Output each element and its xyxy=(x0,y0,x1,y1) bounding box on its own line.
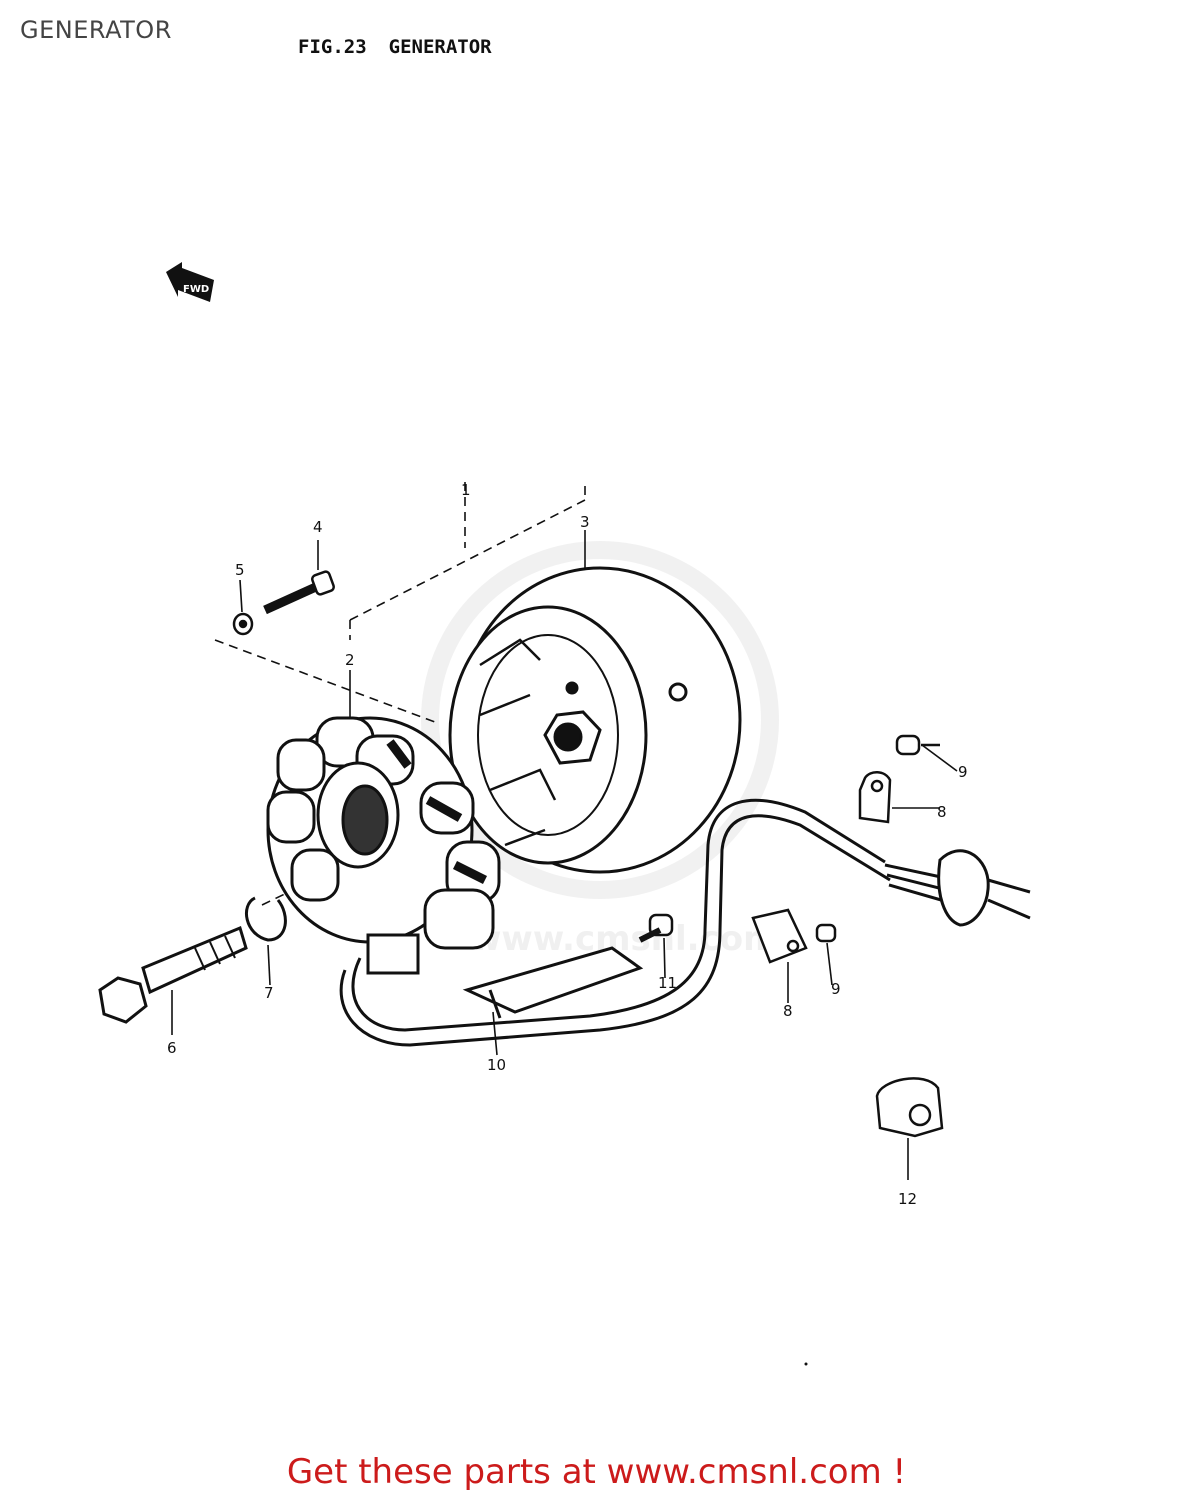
figure-name: GENERATOR xyxy=(388,36,492,58)
fwd-arrow-icon: FWD xyxy=(166,262,214,302)
callout-9-top: 9 xyxy=(958,763,968,781)
callout-3: 3 xyxy=(580,513,590,531)
fwd-arrow-label: FWD xyxy=(183,284,209,295)
callout-2: 2 xyxy=(345,651,355,669)
bolt-4 xyxy=(263,570,336,615)
callout-4: 4 xyxy=(313,518,323,536)
callout-8-bottom: 8 xyxy=(783,1002,793,1020)
callout-leaders xyxy=(171,530,958,1180)
callout-9-bottom: 9 xyxy=(831,980,841,998)
screw-9-bottom xyxy=(815,923,837,943)
callout-8-top: 8 xyxy=(937,803,947,821)
screw-11 xyxy=(638,913,674,943)
bolt-6 xyxy=(98,925,248,1024)
stator-assembly xyxy=(266,716,501,975)
callout-12: 12 xyxy=(898,1190,917,1208)
retaining-ring-7 xyxy=(245,896,287,942)
plate-8-top xyxy=(858,771,892,824)
callout-11: 11 xyxy=(658,974,677,992)
callout-10: 10 xyxy=(487,1056,506,1074)
stray-dot xyxy=(804,1362,808,1366)
callout-5: 5 xyxy=(235,561,245,579)
flywheel-rotor xyxy=(448,566,742,874)
callout-1: 1 xyxy=(461,481,471,499)
figure-number: FIG.23 xyxy=(298,36,367,58)
watermark-text: www.cmsnl.com xyxy=(470,919,779,959)
washer-5 xyxy=(232,612,254,636)
screw-9-top xyxy=(895,734,940,756)
plate-8-bottom xyxy=(751,908,808,964)
cmsnl-parts-link[interactable]: Get these parts at www.cmsnl.com ! xyxy=(286,1452,907,1492)
bracket-12 xyxy=(875,1077,944,1138)
wire-harness xyxy=(339,798,1031,1047)
callout-6: 6 xyxy=(167,1039,177,1057)
callout-7: 7 xyxy=(264,984,274,1002)
page-title: GENERATOR xyxy=(20,16,172,44)
figure-title: FIG.23 GENERATOR xyxy=(298,36,492,58)
